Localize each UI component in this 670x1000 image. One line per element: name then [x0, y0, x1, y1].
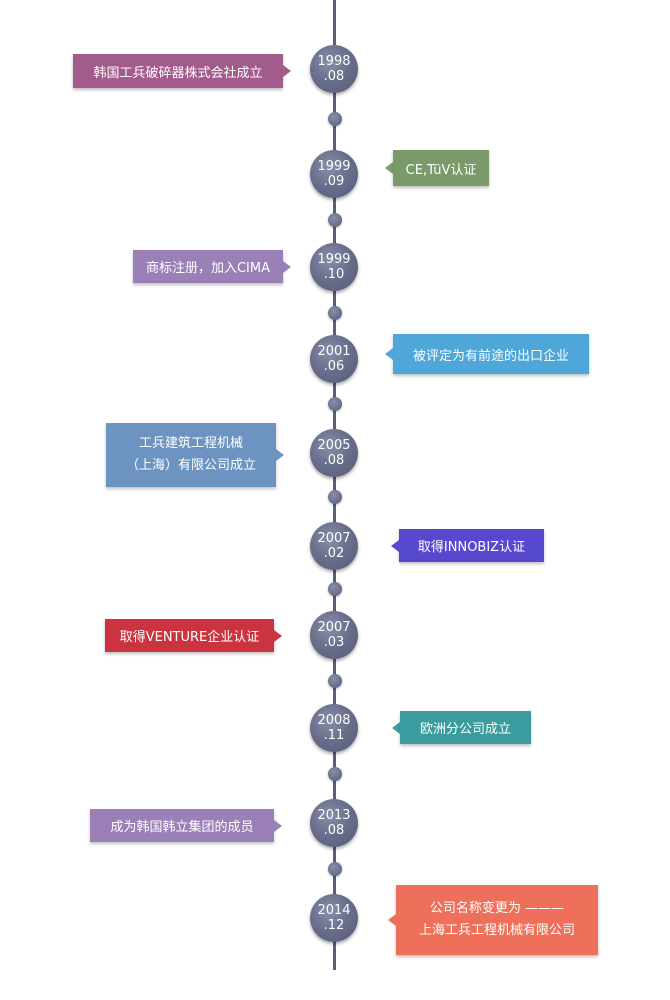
date-node: 1999 .09: [310, 150, 358, 198]
timeline-dot: [328, 112, 342, 126]
date-year: 2008: [317, 713, 351, 728]
timeline-axis: [333, 0, 336, 970]
event-text: CE,TüV认证: [405, 162, 477, 178]
date-year: 1999: [317, 252, 351, 267]
timeline-dot: [328, 397, 342, 411]
event-text: 成为韩国韩立集团的成员: [110, 820, 254, 835]
date-month: .06: [323, 359, 345, 374]
event-text-line1: 工兵建筑工程机械: [138, 436, 243, 451]
event-box: 欧洲分公司成立: [392, 711, 531, 744]
event-box: 取得INNOBIZ认证: [391, 529, 544, 562]
timeline-dot: [328, 862, 342, 876]
event-text: 欧洲分公司成立: [419, 722, 511, 737]
date-node: 2007 .03: [310, 611, 358, 659]
date-year: 2014: [317, 903, 351, 918]
event-text-line1: 公司名称变更为 ———: [429, 901, 565, 916]
date-node: 2008 .11: [310, 704, 358, 752]
date-month: .02: [323, 546, 345, 561]
timeline-dot: [328, 674, 342, 688]
event-box: 成为韩国韩立集团的成员: [90, 809, 282, 842]
date-month: .09: [323, 174, 345, 189]
event-text-line2: （上海）有限公司成立: [125, 458, 256, 473]
event-text-line2: 上海工兵工程机械有限公司: [418, 923, 575, 938]
event-text: 被评定为有前途的出口企业: [412, 348, 569, 364]
date-node: 1999 .10: [310, 243, 358, 291]
date-year: 1999: [317, 159, 351, 174]
date-node: 2001 .06: [310, 335, 358, 383]
event-box: 韩国工兵破碎器株式会社成立: [73, 54, 291, 88]
date-month: .10: [323, 267, 345, 282]
date-month: .08: [323, 69, 345, 84]
timeline-dot: [328, 306, 342, 320]
event-box: 商标注册，加入CIMA: [133, 250, 291, 283]
date-node: 2005 .08: [310, 429, 358, 477]
date-node: 1998 .08: [310, 45, 358, 93]
date-node: 2007 .02: [310, 522, 358, 570]
date-month: .11: [323, 728, 345, 743]
event-text: 取得INNOBIZ认证: [417, 540, 526, 555]
event-box: 取得VENTURE企业认证: [105, 619, 282, 652]
event-box: CE,TüV认证: [385, 150, 489, 186]
timeline-dot: [328, 582, 342, 596]
date-node: 2013 .08: [310, 799, 358, 847]
date-year: 2007: [317, 531, 351, 546]
event-box: 被评定为有前途的出口企业: [385, 334, 589, 374]
event-text: 商标注册，加入CIMA: [145, 261, 271, 276]
date-year: 2013: [317, 808, 351, 823]
timeline-dot: [328, 490, 342, 504]
event-box: 工兵建筑工程机械 （上海）有限公司成立: [106, 423, 284, 487]
date-month: .03: [323, 635, 345, 650]
event-box: 公司名称变更为 ——— 上海工兵工程机械有限公司: [388, 885, 598, 955]
event-text: 韩国工兵破碎器株式会社成立: [93, 65, 263, 81]
date-month: .12: [323, 918, 345, 933]
date-year: 2005: [317, 438, 351, 453]
date-node: 2014 .12: [310, 894, 358, 942]
timeline-dot: [328, 767, 342, 781]
date-year: 1998: [317, 54, 351, 69]
event-text: 取得VENTURE企业认证: [119, 630, 260, 645]
date-month: .08: [323, 453, 345, 468]
date-year: 2007: [317, 620, 351, 635]
date-year: 2001: [317, 344, 351, 359]
date-month: .08: [323, 823, 345, 838]
timeline-dot: [328, 213, 342, 227]
